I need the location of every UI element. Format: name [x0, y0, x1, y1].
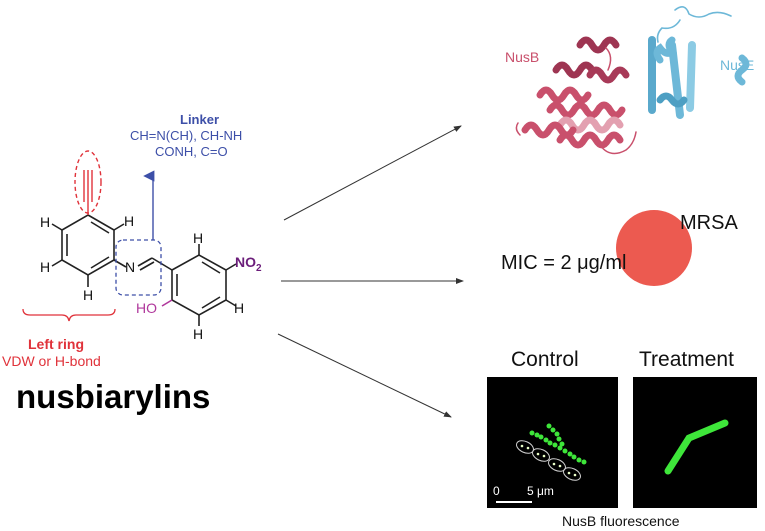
linker-options-line-1: CH=N(CH), CH-NH [130, 128, 243, 143]
nitro-no: NO [235, 254, 256, 270]
atom-h-left-top: H [40, 214, 51, 230]
treatment-filament-cell [664, 419, 729, 475]
nusb-label: NusB [505, 49, 540, 65]
arrow-to-fluorescence [277, 333, 452, 418]
atom-h-right-side: H [234, 300, 245, 316]
atom-n-imine: N [125, 259, 136, 275]
left-ring-brace [22, 308, 116, 322]
mic-value: MIC = 2 μg/ml [501, 252, 627, 274]
treatment-label: Treatment [639, 348, 734, 371]
control-label: Control [511, 348, 579, 371]
scale-bar-start: 0 [493, 484, 500, 498]
left-ring-title: Left ring [28, 336, 84, 352]
chemical-structure [51, 214, 237, 326]
linker-title: Linker [180, 112, 220, 127]
atom-h-left-ring-bottom: H [83, 287, 94, 303]
alkyne-highlight-ellipse [74, 150, 102, 214]
scale-bar-end: 5 μm [527, 484, 554, 498]
control-cells [516, 423, 587, 481]
atom-h-right-bottom: H [193, 326, 204, 342]
atom-h-right-top: H [193, 230, 204, 246]
alkyne-group [74, 150, 102, 215]
arrow-to-protein [283, 125, 462, 221]
atom-h-left-bottom: H [40, 259, 51, 275]
linker-options-line-2: CONH, C=O [155, 144, 228, 159]
treatment-microscopy-panel [633, 377, 757, 508]
left-ring-subtitle: VDW or H-bond [2, 353, 101, 369]
nuse-protein-structure [648, 6, 750, 119]
right-benzene-ring [171, 254, 227, 316]
fluorescence-caption: NusB fluorescence [562, 513, 680, 529]
nuse-label: NusE [720, 57, 755, 73]
mrsa-circle [616, 210, 692, 286]
nusb-protein-structure [515, 36, 637, 155]
control-microscopy-panel [487, 377, 618, 508]
compound-name: nusbiarylins [16, 378, 211, 415]
nitro-subscript: 2 [256, 262, 262, 274]
linker-highlight-box [115, 239, 162, 296]
left-benzene-ring [61, 214, 115, 276]
hydroxyl-group: HO [136, 300, 157, 316]
atom-h-left-ring-right: H [124, 213, 135, 229]
mrsa-label: MRSA [680, 212, 738, 234]
nitro-group: NO2 [235, 254, 262, 274]
